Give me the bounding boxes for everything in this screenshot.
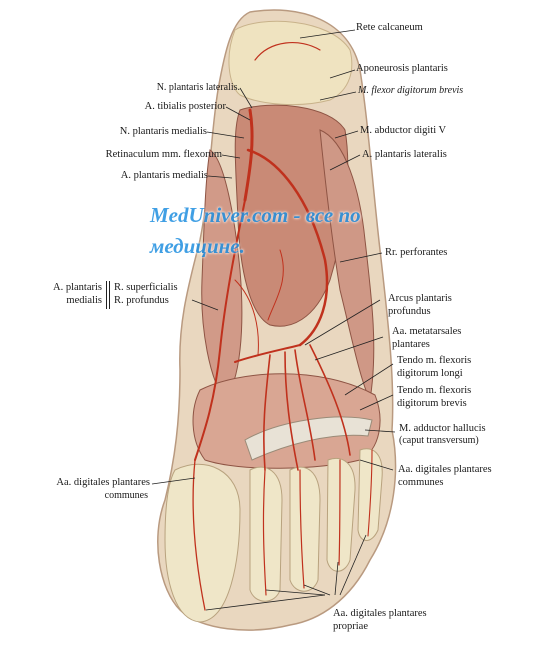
- label-metatarsales-2: plantares: [392, 339, 430, 350]
- label-a-plantaris-medialis: A. plantaris medialis: [120, 170, 208, 181]
- heel-pad: [228, 20, 353, 106]
- label-tendo-longi-2: digitorum longi: [397, 368, 463, 379]
- label-tendo-brevis-2: digitorum brevis: [397, 398, 467, 409]
- label-tendo-brevis-1: Tendo m. flexoris: [397, 385, 472, 396]
- label-m-flexor-digitorum-brevis: M. flexor digitorum brevis: [358, 85, 464, 96]
- label-r-profundus: R. profundus: [114, 295, 169, 306]
- arteries: [192, 42, 373, 611]
- label-digitales-communes-r2: communes: [398, 477, 444, 488]
- label-a-plantaris-group-1: A. plantaris: [53, 282, 102, 293]
- artery-digital-5: [367, 449, 373, 537]
- label-arcus-plantaris-1: Arcus plantaris: [388, 293, 452, 304]
- watermark-line-1: MedUniver.com - все по: [150, 203, 361, 227]
- label-m-abductor-digiti-v: M. abductor digiti V: [360, 125, 447, 136]
- site-watermark: MedUniver.com - все по медицине.: [150, 200, 470, 262]
- artery-small-1: [267, 249, 284, 321]
- label-n-plantaris-medialis: N. plantaris medialis: [119, 126, 207, 137]
- artery-lateral: [246, 148, 329, 347]
- watermark-line-2: медицине.: [150, 234, 245, 258]
- label-digitales-communes-l2: communes: [104, 490, 148, 501]
- label-m-adductor-2: (caput transversum): [399, 435, 479, 446]
- artery-digital-1: [192, 459, 206, 611]
- label-arcus-plantaris-2: profundus: [388, 306, 431, 317]
- label-rete-calcaneum: Rete calcaneum: [356, 22, 423, 33]
- artery-digital-4: [338, 459, 341, 566]
- leader-lines: [151, 29, 396, 611]
- group-brace: [106, 281, 107, 309]
- group-brace-2: [109, 281, 110, 309]
- artery-medial: [194, 199, 246, 461]
- label-a-tibialis-posterior: A. tibialis posterior: [144, 101, 226, 112]
- label-n-plantaris-lateralis: N. plantaris lateralis.: [156, 82, 240, 93]
- toe-5: [357, 448, 383, 541]
- artery-heel: [254, 42, 321, 61]
- artery-metatarsal-4: [309, 344, 351, 456]
- artery-small-2: [234, 279, 259, 356]
- adductor-band: [244, 416, 373, 461]
- label-digitales-communes-r1: Aa. digitales plantares: [398, 464, 492, 475]
- toes: [164, 448, 383, 623]
- artery-metatarsal-3: [263, 354, 271, 471]
- artery-arcus: [234, 344, 301, 363]
- artery-digital-2: [262, 469, 267, 596]
- label-r-superficialis: R. superficialis: [114, 282, 178, 293]
- toe-2: [249, 466, 283, 602]
- artery-tibialis: [243, 108, 254, 202]
- artery-metatarsal-2: [284, 351, 299, 471]
- muscle-flexor-brevis: [234, 104, 349, 327]
- label-a-plantaris-lateralis: A. plantaris lateralis: [362, 149, 447, 160]
- artery-digital-3: [299, 469, 305, 589]
- label-digitales-communes-l1: Aa. digitales plantares: [56, 477, 150, 488]
- label-aponeurosis-plantaris: Aponeurosis plantaris: [356, 63, 448, 74]
- label-a-plantaris-group-2: medialis: [66, 295, 102, 306]
- label-tendo-longi-1: Tendo m. flexoris: [397, 355, 472, 366]
- label-digitales-propriae-1: Aa. digitales plantares: [333, 608, 427, 619]
- label-digitales-propriae-2: propriae: [333, 621, 368, 632]
- label-retinaculum: Retinaculum mm. flexorum: [105, 149, 222, 160]
- label-rr-perforantes: Rr. perforantes: [385, 247, 448, 258]
- label-metatarsales-1: Aa. metatarsales: [392, 326, 462, 337]
- toe-4: [326, 458, 356, 572]
- toe-3: [289, 466, 321, 592]
- artery-metatarsal-1: [294, 349, 316, 461]
- toe-1: [164, 463, 241, 623]
- label-m-adductor-1: M. adductor hallucis: [399, 423, 486, 434]
